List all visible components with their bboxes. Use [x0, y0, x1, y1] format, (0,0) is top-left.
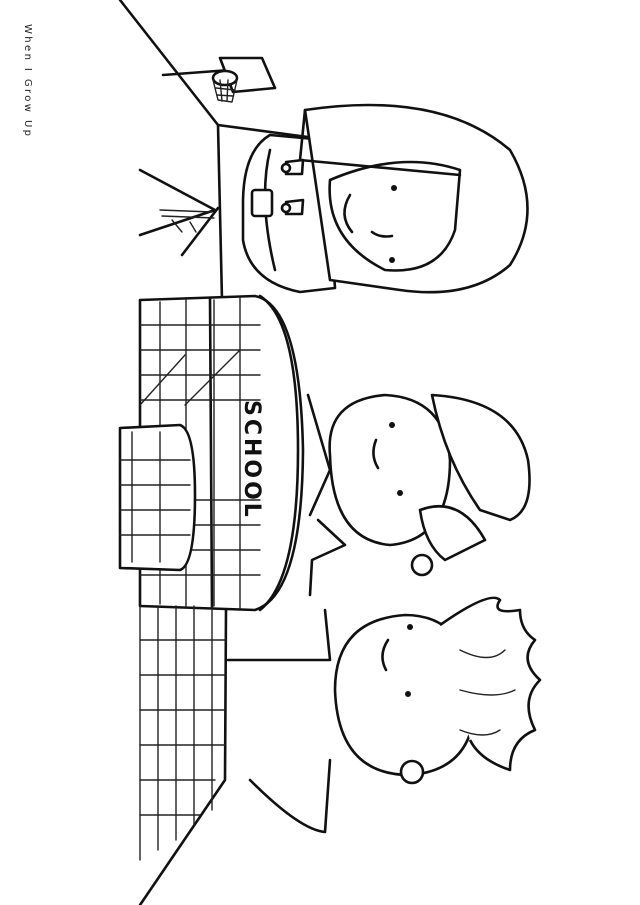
bus-school-label: SCHOOL: [239, 400, 264, 520]
basketball-hoop: [161, 56, 277, 103]
road-grid: [139, 605, 226, 861]
girl-head: [298, 103, 529, 294]
girl-body: [241, 133, 337, 294]
middle-girl: [306, 393, 531, 597]
page-side-title: When I Grow Up: [22, 24, 33, 139]
school-bus: SCHOOL: [118, 294, 305, 612]
swing-set: [138, 168, 220, 257]
front-boy: [226, 596, 542, 834]
